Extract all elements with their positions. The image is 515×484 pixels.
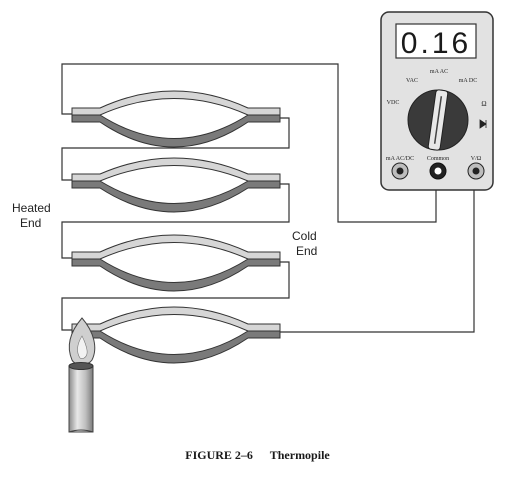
- figure-title: Thermopile: [269, 448, 330, 462]
- cold-end-label-line2: End: [296, 244, 317, 258]
- thermocouple-2-lower-wire: [71, 180, 281, 213]
- thermocouple-3-upper-wire: [71, 234, 281, 260]
- wire-meter-to-bottom-junction: [276, 170, 475, 333]
- thermocouple-4: [71, 306, 281, 364]
- thermocouple-1: [71, 90, 281, 148]
- thermocouple-1-upper-wire: [71, 90, 281, 116]
- connecting-wires: [61, 63, 475, 333]
- dial-label-vdc: VDC: [387, 100, 400, 106]
- thermocouple-4-upper-wire: [71, 306, 281, 332]
- heated-end-label-line2: End: [20, 216, 41, 230]
- jack-ma-ac-dc[interactable]: [391, 162, 409, 180]
- thermocouple-4-lower-wire: [71, 330, 281, 364]
- dial-label-ma-ac: mA AC: [430, 69, 448, 75]
- wire-junction-2-3: [61, 183, 290, 259]
- thermocouple-1-lower-wire: [71, 114, 281, 148]
- cold-end-label-line1: Cold: [292, 229, 317, 243]
- ohm-symbol-icon: Ω: [481, 100, 486, 108]
- selector-knob-notch: [433, 96, 443, 144]
- multimeter-display: [395, 23, 477, 59]
- jack-label-ma-ac-dc: mA AC/DC: [386, 156, 414, 162]
- thermocouple-3: [71, 234, 281, 292]
- burner-tube: [68, 365, 94, 433]
- jack-v-ohm[interactable]: [467, 162, 485, 180]
- figure-number: FIGURE 2–6: [185, 448, 253, 462]
- burner-bottom-edge: [68, 429, 94, 433]
- burner-top: [68, 362, 94, 370]
- dial-label-vac: VAC: [406, 78, 418, 84]
- thermocouple-3-lower-wire: [71, 258, 281, 292]
- jack-common[interactable]: [429, 162, 447, 180]
- bunsen-burner: [68, 317, 96, 433]
- heated-end-label-line1: Heated: [12, 201, 51, 215]
- flame-inner: [77, 335, 88, 359]
- diode-symbol-icon: [479, 119, 487, 129]
- wire-junction-3-4: [61, 261, 290, 331]
- dial-label-ma-dc: mA DC: [459, 78, 478, 84]
- jack-label-common: Common: [427, 156, 449, 162]
- multimeter: 0.16 mA AC VAC mA DC VDC Ω mA AC/DC Comm…: [380, 11, 494, 191]
- jack-label-v-ohm: V/Ω: [471, 156, 482, 162]
- thermocouple-2-upper-wire: [71, 157, 281, 182]
- figure-caption: FIGURE 2–6 Thermopile: [0, 448, 515, 463]
- multimeter-reading: 0.16: [401, 27, 471, 60]
- wire-meter-to-top-junction: [61, 63, 437, 223]
- selector-knob[interactable]: [407, 89, 469, 151]
- thermocouple-2: [71, 157, 281, 213]
- wire-junction-1-2: [61, 117, 290, 181]
